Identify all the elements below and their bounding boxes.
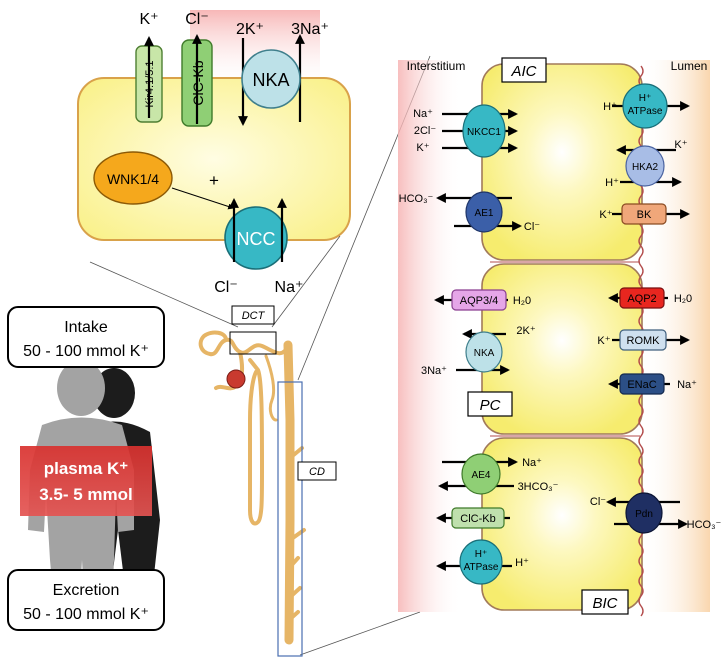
dct-na-bottom-label: Na⁺ — [275, 279, 304, 296]
excretion-title: Excretion — [53, 582, 120, 599]
pc-label: PC — [480, 397, 501, 414]
dct-label: DCT — [242, 310, 266, 322]
enac-label: ENaC — [627, 379, 656, 391]
bic-h-label: H⁺ — [515, 557, 529, 569]
aic-k-label: K⁺ — [416, 142, 429, 154]
bic-clckb-channel — [451, 507, 505, 529]
bic-cl-label: Cl⁻ — [590, 496, 606, 508]
aic-hco3-label: HCO₃⁻ — [399, 193, 434, 205]
romk-label: ROMK — [627, 335, 661, 347]
ae4-label: AE4 — [472, 470, 491, 481]
aqp34-label: AQP3/4 — [460, 295, 499, 307]
ae1-transporter — [465, 191, 503, 233]
ae1-label: AE1 — [475, 208, 494, 219]
aic-cell: AIC NKCC1 Na⁺ 2Cl⁻ K⁺ AE1 HCO₃⁻ Cl⁻ H⁺ A… — [399, 57, 690, 233]
cd-label-box: CD — [297, 461, 337, 481]
lumen-label: Lumen — [671, 59, 708, 73]
cd-highlight-box — [277, 381, 303, 657]
plasma-box: plasma K⁺ 3.5- 5 mmol — [20, 446, 152, 516]
dct-cl-label: Cl⁻ — [185, 11, 209, 28]
bic-3hco3-label: 3HCO₃⁻ — [518, 481, 559, 493]
aic-h-atpase-line2: ATPase — [628, 106, 663, 117]
intake-amount: 50 - 100 mmol K⁺ — [23, 343, 149, 360]
pc-nka-label: NKA — [474, 348, 495, 359]
intake-box: Intake 50 - 100 mmol K⁺ — [7, 306, 165, 368]
dct-3na-label: 3Na⁺ — [291, 21, 329, 38]
wnk-label: WNK1/4 — [107, 171, 159, 187]
pc-na-enac-label: Na⁺ — [677, 379, 697, 391]
aqp2-channel — [619, 287, 665, 309]
dct-k-label: K⁺ — [139, 11, 158, 28]
nephron — [198, 330, 306, 645]
dct-cl-bottom-label: Cl⁻ — [214, 279, 238, 296]
pc-h2o-left-label: H₂0 — [513, 295, 531, 307]
dct-2k-label: 2K⁺ — [236, 21, 264, 38]
bic-h-atpase-line2: ATPase — [464, 562, 499, 573]
aqp34-channel — [451, 289, 507, 311]
dct-cell-panel: Kir4.1/5.1 K⁺ ClC-Kb Cl⁻ NKA 2K⁺ 3Na⁺ WN… — [77, 10, 351, 296]
enac-channel — [619, 373, 665, 395]
pc-nka-pump — [465, 331, 503, 373]
aic-h-top-label: H⁺ — [603, 101, 617, 113]
kir-channel: Kir4.1/5.1 — [135, 36, 163, 123]
dct-nka-pump: NKA — [238, 34, 305, 126]
pendrin-transporter — [625, 492, 663, 534]
bic-na-label: Na⁺ — [522, 457, 542, 469]
aic-label: AIC — [510, 63, 536, 80]
hka2-label: HKA2 — [632, 162, 659, 173]
hka2-pump — [625, 145, 665, 187]
interstitium-label: Interstitium — [407, 59, 466, 73]
pc-k-romk-label: K⁺ — [597, 335, 610, 347]
romk-channel — [619, 329, 667, 351]
collecting-duct-panel: Interstitium Lumen AIC NKCC1 Na⁺ 2Cl⁻ K⁺ — [398, 57, 722, 617]
aic-na-label: Na⁺ — [413, 108, 433, 120]
aic-cl-label: Cl⁻ — [524, 221, 540, 233]
interstitium-shade — [398, 60, 462, 612]
wnk-kinase: WNK1/4 — [93, 151, 173, 205]
plasma-title: plasma K⁺ — [44, 459, 129, 478]
aic-2cl-label: 2Cl⁻ — [414, 125, 437, 137]
excretion-amount: 50 - 100 mmol K⁺ — [23, 606, 149, 623]
aic-h-atpase — [622, 83, 668, 129]
aqp2-label: AQP2 — [627, 293, 656, 305]
pc-3na-label: 3Na⁺ — [421, 365, 447, 377]
pdn-label: Pdn — [635, 509, 653, 520]
bic-label: BIC — [592, 595, 617, 612]
dct-nka-label: NKA — [252, 70, 289, 90]
plasma-range: 3.5- 5 mmol — [39, 485, 133, 504]
ncc-cotransporter: NCC — [224, 198, 288, 270]
pc-h2o-right-label: H₂0 — [674, 293, 692, 305]
bic-h-atpase-line1: H⁺ — [475, 549, 488, 560]
aic-k-bk-label: K⁺ — [599, 209, 612, 221]
bk-channel — [621, 203, 667, 225]
ae4-transporter — [461, 453, 501, 495]
wnk-plus: + — [209, 171, 219, 190]
dct-zoom-line-right — [271, 235, 341, 328]
dct-clckb-channel: ClC-Kb — [181, 34, 213, 127]
glomerulus — [226, 369, 246, 389]
pc-2k-label: 2K⁺ — [516, 325, 535, 337]
bk-label: BK — [637, 209, 652, 221]
bic-cell: BIC AE4 Na⁺ 3HCO₃⁻ ClC-Kb H⁺ ATPase H⁺ P… — [436, 453, 722, 615]
aic-cell-body — [481, 63, 643, 261]
excretion-box: Excretion 50 - 100 mmol K⁺ — [7, 569, 165, 631]
aic-h-atpase-line1: H⁺ — [639, 93, 652, 104]
intake-title: Intake — [64, 319, 108, 336]
nkcc1-transporter — [462, 104, 506, 158]
cd-zoom-line-bottom — [299, 611, 421, 656]
aic-k-hka-label: K⁺ — [674, 139, 687, 151]
bic-h-atpase — [459, 539, 503, 585]
ncc-label: NCC — [237, 229, 276, 249]
bic-clckb-label: ClC-Kb — [460, 513, 495, 525]
nkcc1-label: NKCC1 — [467, 127, 501, 138]
aic-h-hka-label: H⁺ — [605, 177, 619, 189]
cd-label: CD — [309, 466, 325, 478]
pc-cell: PC AQP3/4 H₂0 AQP2 H₂0 NKA 2K⁺ 3Na⁺ ROMK… — [421, 287, 697, 417]
wnk-activation-arrow — [171, 187, 235, 210]
dct-zoom-line-left — [89, 261, 239, 328]
dct-label-box: DCT — [231, 305, 275, 325]
bic-hco3-label: HCO₃⁻ — [687, 519, 722, 531]
dct-highlight-box — [229, 331, 277, 355]
